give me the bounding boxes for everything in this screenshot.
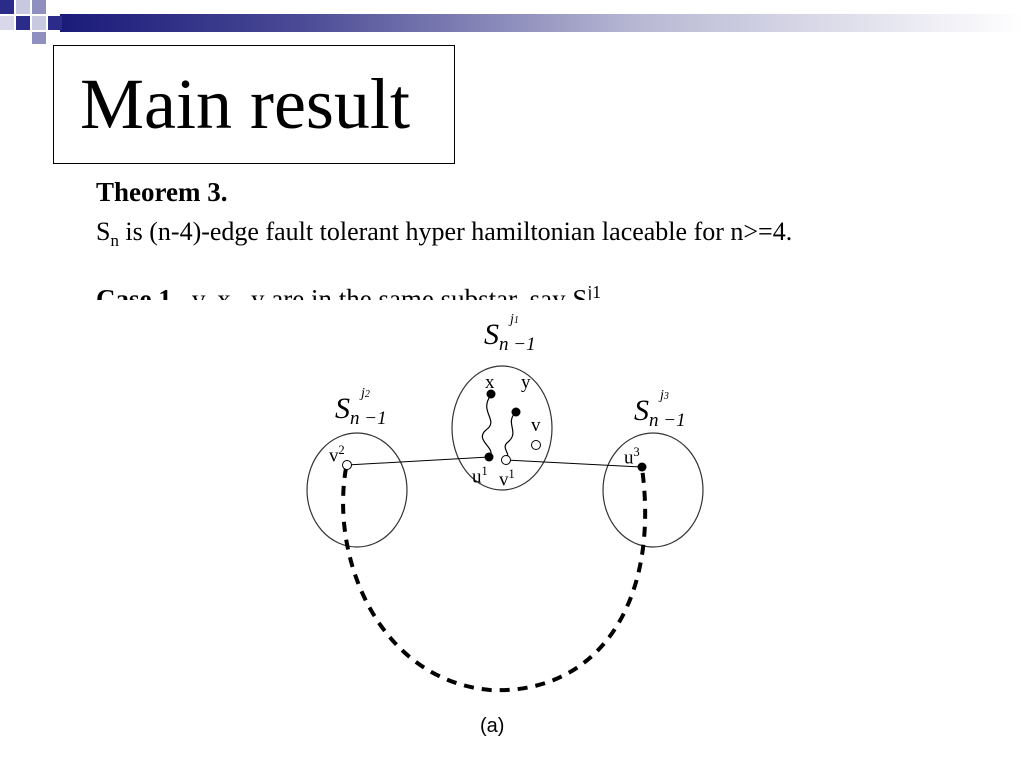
substar-left-circle [306,432,408,548]
substar-center-sup: j1 [510,312,519,328]
substar-right-sup-j: j [660,388,664,403]
vertex-v1-sup: 1 [508,467,515,481]
vertex-u1 [484,452,494,462]
substar-center-sub: n −1 [499,334,536,355]
case-line: Case 1. v, x , y are in the same substar… [96,274,631,300]
vertex-y-label: y [521,372,531,393]
vertex-u1-letter: u [472,466,482,488]
substar-center-circle [451,365,553,491]
substar-right-sup-index: 3 [663,391,669,402]
vertex-u3 [637,462,647,472]
theorem-label: Theorem 3. [96,177,228,207]
theorem-statement-rest: is (n-4)-edge fault tolerant hyper hamil… [118,217,793,246]
vertex-v1-label: v1 [499,464,515,490]
vertex-v1-letter: v [499,469,509,491]
vertex-v2-sup: 2 [338,443,345,457]
case-text: v, x , y are in the same substar, say S [192,284,588,300]
top-decorative-bar [0,0,1024,44]
vertex-u3-letter: u [624,447,634,469]
substar-left-sup-index: 2 [364,389,370,400]
case-period: . [624,284,632,300]
case-label: Case 1. [96,284,179,300]
theorem-statement: Sn is (n-4)-edge fault tolerant hyper ha… [96,216,792,257]
substar-right-S: S [634,394,649,427]
slide-title: Main result [80,64,410,144]
title-box: Main result [53,45,455,164]
theorem-S: S [96,217,111,246]
substar-right-sub: n −1 [649,410,686,431]
vertex-u1-sup: 1 [481,464,488,478]
vertex-v-label: v [531,415,541,436]
substar-left-sup-j: j [361,386,365,401]
vertex-v1 [501,455,511,465]
vertex-x-label: x [485,372,495,393]
substar-right-sup: j3 [660,388,669,404]
vertex-v [531,440,541,450]
substar-center-label: Sn −1 j1 [484,312,536,355]
vertex-v2 [342,460,352,470]
substar-left-S: S [335,392,350,425]
figure-caption: (a) [480,715,505,737]
vertex-u1-label: u1 [472,461,488,487]
substar-center-sup-index: 1 [513,315,519,326]
substar-center-S: S [484,318,499,351]
dashed-path [341,467,648,693]
vertex-u3-label: u3 [624,442,640,468]
vertex-x [486,389,496,399]
vertex-v2-label: v2 [329,440,345,466]
path-y-v1 [504,412,516,460]
case-subscript: n-1 [601,298,624,300]
substar-right-label: Sn −1 j3 [634,388,686,431]
substar-left-sup: j2 [361,386,370,402]
vertex-u3-sup: 3 [633,445,640,459]
substar-center-sup-j: j [510,312,514,327]
vertex-y [511,407,521,417]
case-superscript: j1 [587,282,601,300]
substar-right-circle [602,432,704,548]
substar-left-label: Sn −1 j2 [335,386,387,429]
edge-v2-u1 [346,456,490,466]
edge-v1-u3 [505,459,643,468]
substar-left-sub: n −1 [350,408,387,429]
theorem-S-subscript: n [110,231,119,251]
vertex-v2-letter: v [329,445,339,467]
path-x-u1 [481,394,492,457]
